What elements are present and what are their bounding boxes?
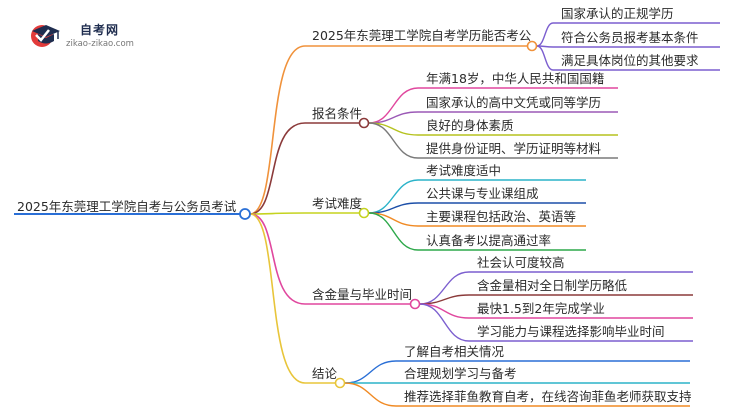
leaf-edge: [368, 122, 618, 159]
branch-label[interactable]: 结论: [312, 366, 338, 381]
branch-label[interactable]: 2025年东莞理工学院自考学历能否考公: [312, 28, 532, 43]
root-node: [239, 208, 251, 220]
branch-edge: [249, 122, 359, 215]
branch-node: [358, 117, 370, 129]
leaf-label[interactable]: 最快1.5到2年完成学业: [477, 301, 605, 316]
leaf-edge: [536, 45, 720, 48]
leaf-label[interactable]: 满足具体岗位的其他要求: [561, 53, 699, 68]
leaf-label[interactable]: 推荐选择菲鱼教育自考，在线咨询菲鱼老师获取支持: [404, 389, 692, 404]
root-node-label[interactable]: 2025年东莞理工学院自考与公务员考试: [17, 199, 237, 214]
leaf-label[interactable]: 社会认可度较高: [477, 255, 565, 270]
leaf-edge: [368, 212, 586, 251]
leaf-label[interactable]: 合理规划学习与备考: [404, 366, 517, 381]
leaf-edge: [344, 382, 690, 407]
branch-node: [334, 377, 346, 389]
leaf-edge: [536, 22, 720, 47]
leaf-label[interactable]: 符合公务员报考基本条件: [561, 30, 699, 45]
leaf-label[interactable]: 提供身份证明、学历证明等材料: [426, 141, 602, 156]
branch-edge: [249, 212, 359, 215]
branch-node: [526, 40, 538, 52]
branch-label[interactable]: 报名条件: [312, 106, 363, 121]
branch-label[interactable]: 考试难度: [312, 196, 363, 211]
branch-node: [409, 298, 421, 310]
leaf-label[interactable]: 国家承认的正规学历: [561, 6, 674, 21]
leaf-edge: [419, 294, 693, 305]
leaf-label[interactable]: 含金量相对全日制学历略低: [477, 278, 628, 293]
leaf-edge: [368, 179, 586, 214]
branch-edge: [249, 45, 527, 215]
leaf-label[interactable]: 认真备考以提高通过率: [426, 233, 552, 248]
leaf-edge: [368, 202, 586, 214]
logo-url: zikao-zikao.com: [66, 39, 134, 49]
leaf-edge: [368, 87, 618, 124]
mind-map-edges: [14, 22, 720, 407]
leaf-edge: [536, 45, 720, 71]
leaf-label[interactable]: 国家承认的高中文凭或同等学历: [426, 95, 602, 110]
leaf-edge: [344, 360, 690, 384]
graduation-cap-icon: [31, 25, 60, 47]
leaf-edge: [368, 111, 618, 124]
branch-node: [358, 207, 370, 219]
site-logo[interactable]: 自考网 zikao-zikao.com: [28, 20, 178, 54]
leaf-label[interactable]: 公共课与专业课组成: [426, 186, 539, 201]
leaf-label[interactable]: 主要课程包括政治、英语等: [426, 209, 577, 224]
mind-map-nodes: [239, 40, 538, 389]
leaf-edge: [419, 303, 693, 342]
branch-edge: [249, 213, 410, 305]
leaf-label[interactable]: 学习能力与课程选择影响毕业时间: [477, 324, 665, 339]
logo-name: 自考网: [80, 23, 120, 37]
leaf-label[interactable]: 年满18岁，中华人民共和国国籍: [426, 71, 605, 86]
leaf-label[interactable]: 了解自考相关情况: [404, 344, 505, 359]
branch-edge: [249, 213, 335, 384]
leaf-label[interactable]: 良好的身体素质: [426, 118, 514, 133]
branch-label[interactable]: 含金量与毕业时间: [312, 287, 413, 302]
leaf-label[interactable]: 考试难度适中: [426, 163, 502, 178]
